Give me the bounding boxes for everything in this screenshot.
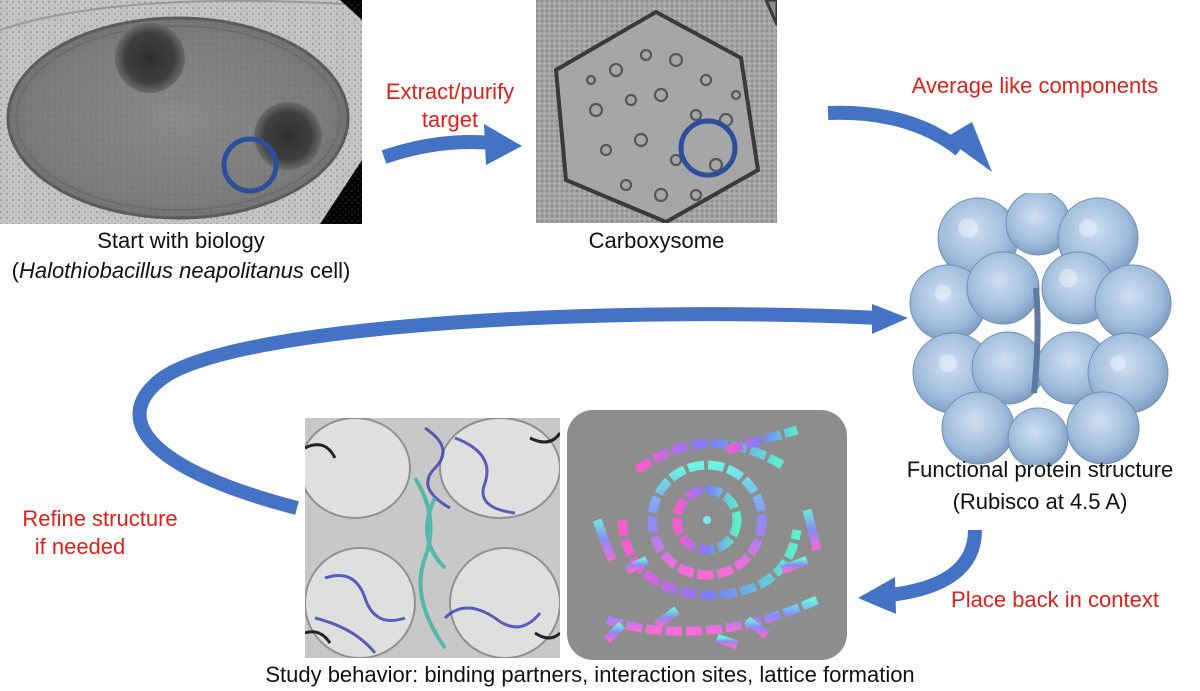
- refine-arrow: [132, 304, 908, 515]
- cell-cryo-em-image: [0, 0, 362, 224]
- species-name: Halothiobacillus neapolitanus: [18, 258, 304, 283]
- cell-caption-line2: (Halothiobacillus neapolitanus cell): [0, 256, 362, 286]
- carboxysome-caption: Carboxysome: [588, 228, 725, 253]
- extract-label-line1: Extract/purify: [385, 79, 515, 104]
- place-arrow: [858, 529, 982, 614]
- protein-caption-line2: (Rubisco at 4.5 A): [952, 489, 1128, 514]
- extract-label-line2: target: [421, 107, 479, 132]
- lattice-model-image: [305, 418, 560, 658]
- selection-circle: [221, 136, 279, 194]
- cell-caption-line1: Start with biology: [97, 228, 265, 253]
- cell-caption-prefix: (: [11, 258, 19, 283]
- cell-caption-suffix: cell): [303, 258, 351, 283]
- rubisco-density-map: [908, 193, 1175, 465]
- helical-filament-render: [567, 410, 847, 660]
- selection-circle: [678, 118, 738, 178]
- protein-caption-line1: Functional protein structure: [906, 457, 1174, 482]
- carboxysome-tomogram-image: [536, 0, 777, 223]
- average-label: Average like components: [911, 73, 1159, 98]
- refine-label-line1: Refine structure: [22, 506, 178, 531]
- refine-label-line2: if needed: [34, 534, 126, 559]
- average-arrow: [827, 105, 992, 172]
- place-label: Place back in context: [951, 587, 1159, 612]
- study-caption: Study behavior: binding partners, intera…: [265, 662, 915, 687]
- extract-arrow: [381, 124, 522, 165]
